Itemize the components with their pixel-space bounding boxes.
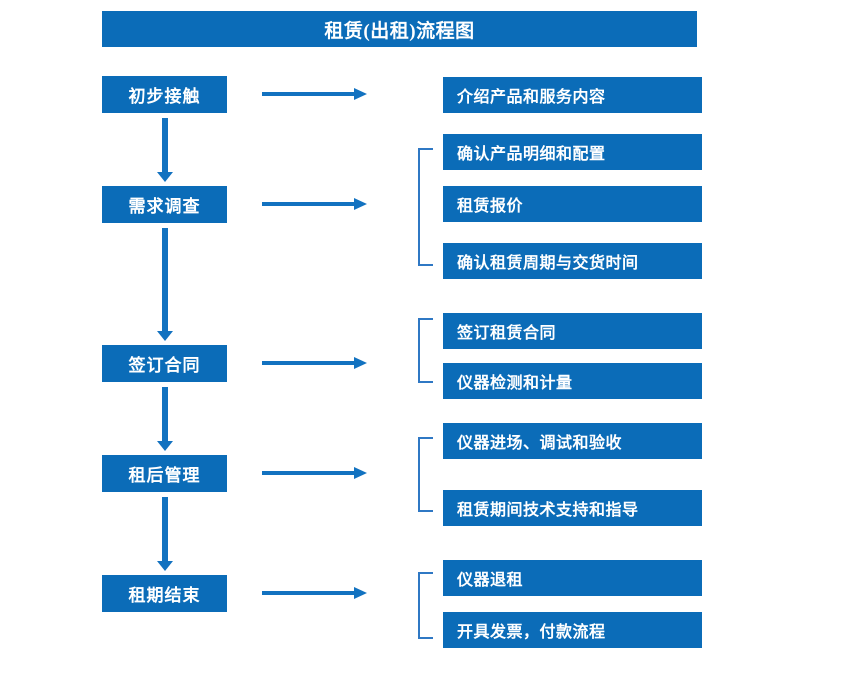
- detail-box-introduce-products[interactable]: 介绍产品和服务内容: [443, 77, 702, 113]
- detail-box-instrument-entry-commissioning[interactable]: 仪器进场、调试和验收: [443, 423, 702, 459]
- stage-box-post-rental-management[interactable]: 租后管理: [102, 455, 227, 492]
- stage-box-initial-contact[interactable]: 初步接触: [102, 76, 227, 113]
- stage-box-rental-end[interactable]: 租期结束: [102, 575, 227, 612]
- detail-box-invoice-payment[interactable]: 开具发票，付款流程: [443, 612, 702, 648]
- detail-box-instrument-return[interactable]: 仪器退租: [443, 560, 702, 596]
- detail-box-instrument-inspection[interactable]: 仪器检测和计量: [443, 363, 702, 399]
- group-bracket-demand-survey: [418, 148, 433, 266]
- down-arrow-icon-2: [157, 228, 173, 341]
- right-arrow-icon-1: [262, 87, 367, 101]
- detail-box-technical-support[interactable]: 租赁期间技术支持和指导: [443, 490, 702, 526]
- page-title: 租赁(出租)流程图: [102, 11, 697, 47]
- right-arrow-icon-5: [262, 586, 367, 600]
- group-bracket-rental-end: [418, 572, 433, 639]
- detail-box-confirm-product-details[interactable]: 确认产品明细和配置: [443, 134, 702, 170]
- detail-box-confirm-rental-period[interactable]: 确认租赁周期与交货时间: [443, 243, 702, 279]
- right-arrow-icon-4: [262, 466, 367, 480]
- group-bracket-post-rental: [418, 437, 433, 512]
- down-arrow-icon-4: [157, 497, 173, 571]
- right-arrow-icon-3: [262, 356, 367, 370]
- down-arrow-icon-3: [157, 387, 173, 451]
- down-arrow-icon-1: [157, 118, 173, 182]
- detail-box-rental-quote[interactable]: 租赁报价: [443, 186, 702, 222]
- detail-box-sign-rental-contract[interactable]: 签订租赁合同: [443, 313, 702, 349]
- group-bracket-sign-contract: [418, 318, 433, 383]
- stage-box-demand-survey[interactable]: 需求调查: [102, 186, 227, 223]
- right-arrow-icon-2: [262, 197, 367, 211]
- stage-box-sign-contract[interactable]: 签订合同: [102, 345, 227, 382]
